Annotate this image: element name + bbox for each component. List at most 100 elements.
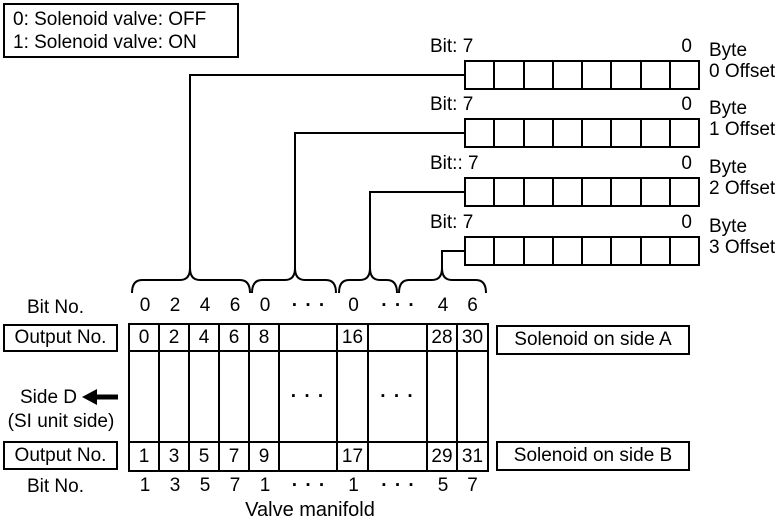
byte1-connector-line [294, 132, 464, 268]
byte-label-line: Byte [709, 40, 748, 61]
output-cell [280, 443, 338, 470]
byte-cell [495, 120, 525, 146]
group-brace-3 [338, 267, 398, 294]
bit-cell: 2 [169, 295, 181, 316]
output-cell: 17 [338, 443, 369, 470]
byte-cell [583, 238, 613, 264]
byte1-bit-scale: Bit: 7 0 [430, 94, 692, 116]
output-cell [369, 325, 428, 350]
bit-scale-left: Bit: 7 [430, 94, 474, 115]
byte3-bit-scale: Bit: 7 0 [430, 212, 692, 234]
body-cell [220, 352, 250, 441]
group-brace-1 [131, 267, 251, 294]
byte-cell [554, 179, 583, 205]
body-cell [190, 352, 220, 441]
bit-scale-right: 0 [681, 94, 692, 115]
byte-cell [642, 62, 671, 88]
byte-cell [466, 120, 496, 146]
output-cell: 1 [130, 443, 160, 470]
bit-cell: 4 [199, 295, 211, 316]
byte-offset-line: 2 Offset [709, 178, 776, 199]
legend-line-on: 1: Solenoid valve: ON [13, 32, 197, 53]
side-d-label: Side D [20, 387, 78, 408]
bit-cell-dots: · · · [381, 475, 416, 496]
bit-scale-left: Bit: 7 [430, 36, 474, 57]
bit-scale-right: 0 [681, 36, 692, 57]
byte-cell [554, 238, 583, 264]
byte0-bit-scale: Bit: 7 0 [430, 36, 692, 58]
byte1-offset-label: Byte 1 Offset [709, 98, 775, 140]
byte-cell [612, 179, 642, 205]
bit-cell-dots: · · · [291, 295, 327, 316]
byte0-connector-line [189, 74, 464, 268]
bit-scale-left: Bit:: 7 [430, 153, 479, 174]
output-cell: 28 [428, 325, 458, 350]
byte2-connector-line [369, 191, 464, 268]
output-cell [369, 443, 428, 470]
side-d-arrow-icon [82, 389, 118, 405]
byte-cell [583, 120, 613, 146]
bit-row-top: 0 2 4 6 0 · · · 0 · · · 4 6 [130, 294, 487, 318]
byte-cell [642, 120, 671, 146]
manifold-body: · · · · · · [128, 352, 489, 441]
body-cell-dots: · · · [369, 352, 428, 441]
byte2-register [464, 177, 700, 207]
output-cell: 29 [428, 443, 458, 470]
byte-cell [495, 238, 525, 264]
bit-cell: 1 [259, 475, 271, 496]
byte3-offset-label: Byte 3 Offset [709, 216, 775, 258]
byte-offset-line: 1 Offset [709, 119, 776, 140]
byte-offset-line: 3 Offset [709, 237, 776, 258]
output-cell: 0 [130, 325, 160, 350]
legend-line-off: 0: Solenoid valve: OFF [13, 9, 207, 30]
valve-manifold-caption: Valve manifold [245, 499, 375, 521]
bit-no-label-bottom: Bit No. [26, 476, 84, 497]
body-cell [428, 352, 458, 441]
group-brace-2 [251, 267, 337, 294]
byte-cell [495, 62, 525, 88]
group-brace-4 [398, 267, 487, 294]
bit-cell: 7 [467, 475, 478, 496]
byte2-bit-scale: Bit:: 7 0 [430, 153, 692, 175]
bit-cell: 0 [259, 295, 271, 316]
body-cell [130, 352, 160, 441]
bit-cell: 3 [169, 475, 181, 496]
byte2-offset-label: Byte 2 Offset [709, 157, 775, 199]
output-cell: 16 [338, 325, 369, 350]
body-cell [250, 352, 280, 441]
byte-cell [525, 120, 554, 146]
byte0-offset-label: Byte 0 Offset [709, 40, 775, 82]
byte-cell [466, 238, 496, 264]
byte3-connector-line [441, 250, 464, 268]
byte-label-line: Byte [709, 157, 748, 178]
byte-cell [671, 238, 698, 264]
byte-cell [642, 238, 671, 264]
byte-cell [495, 179, 525, 205]
byte-cell [671, 179, 698, 205]
output-no-label-b: Output No. [3, 441, 118, 470]
body-cell [338, 352, 369, 441]
bit-no-label-top: Bit No. [26, 297, 84, 318]
byte-cell [466, 62, 496, 88]
byte-cell [612, 238, 642, 264]
bit-row-bottom: 1 3 5 7 1 · · · 1 · · · 5 7 [130, 474, 487, 498]
bit-cell: 7 [229, 475, 241, 496]
output-cell: 4 [190, 325, 220, 350]
output-cell: 3 [160, 443, 190, 470]
output-row-a: 0 2 4 6 8 16 28 30 [128, 323, 489, 352]
bit-scale-right: 0 [681, 212, 692, 233]
byte-cell [671, 120, 698, 146]
body-cell [160, 352, 190, 441]
byte-cell [612, 62, 642, 88]
output-cell: 31 [461, 445, 484, 467]
byte-cell [525, 238, 554, 264]
byte-cell [525, 62, 554, 88]
si-unit-side-label: (SI unit side) [7, 411, 115, 432]
byte-cell [583, 62, 613, 88]
output-cell: 6 [220, 325, 250, 350]
bit-cell-dots: · · · [381, 295, 416, 316]
byte0-register [464, 60, 700, 90]
solenoid-side-b-box: Solenoid on side B [496, 441, 690, 471]
